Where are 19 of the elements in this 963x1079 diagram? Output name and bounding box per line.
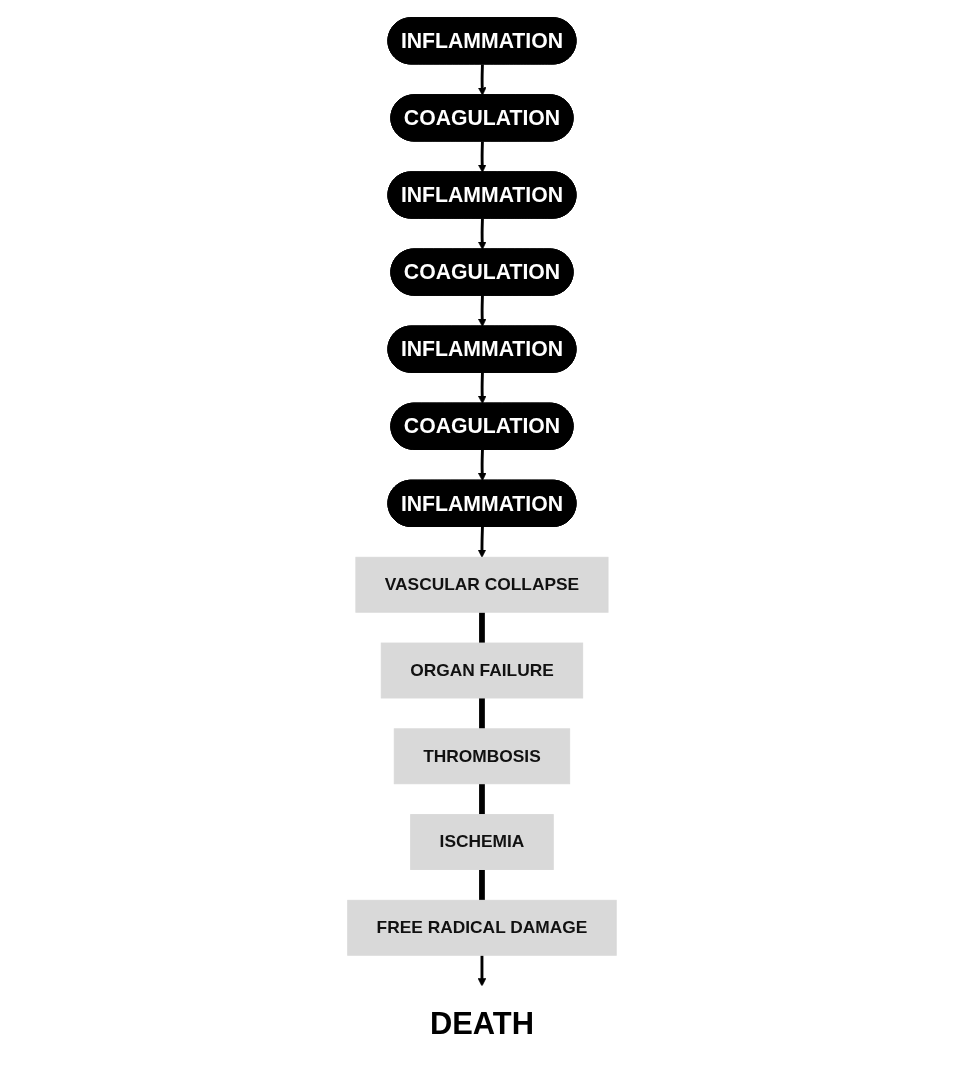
connector — [478, 783, 485, 815]
arrow — [477, 218, 486, 250]
node-box — [346, 899, 617, 956]
connector — [478, 611, 485, 644]
arrow — [477, 372, 486, 404]
connector — [478, 697, 485, 730]
node-box — [354, 556, 609, 613]
arrow — [477, 526, 486, 558]
node-box — [393, 728, 570, 785]
arrow — [477, 295, 486, 327]
connector — [478, 869, 485, 901]
arrow — [477, 64, 486, 96]
flowchart-diagram: INFLAMMATION COAGULATION INFLAMMATION COAGULATION INFLAMMATION COAGULATION INFLAMMATION VASCULAR COLLAPSE ORGAN FAILURE THROMBOSIS ISCHEMIA FREE RADICAL DAMAGE DEATH — [339, 10, 624, 1069]
arrow — [477, 955, 486, 987]
node-text: DEATH — [429, 1006, 534, 1042]
arrow — [477, 141, 486, 173]
node-box — [380, 642, 583, 699]
node-box — [409, 814, 554, 870]
arrow — [477, 449, 486, 482]
